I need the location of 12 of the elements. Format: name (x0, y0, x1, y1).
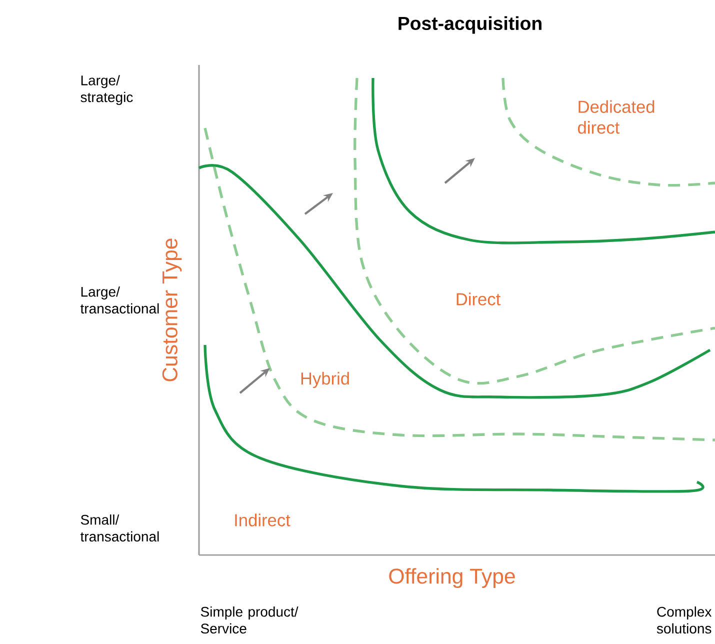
region-label: Indirect (235, 514, 290, 526)
chart-title: Post-acquisition (398, 16, 542, 34)
axis-title: Customer Type (162, 238, 182, 382)
axis-tick-label: Simple product/ Service (200, 606, 298, 634)
axis-tick-label: Complex solutions (656, 606, 712, 634)
region-label: Direct (456, 292, 500, 306)
region-label: Hybrid (301, 372, 349, 388)
region-label: Dedicated direct (578, 100, 654, 134)
axis-tick-label: Large/ transactional (80, 286, 159, 314)
axis-title: Offering Type (389, 568, 515, 588)
axis-tick-label: Large/ strategic (80, 75, 133, 105)
axis-tick-label: Small/ transactional (80, 514, 159, 542)
